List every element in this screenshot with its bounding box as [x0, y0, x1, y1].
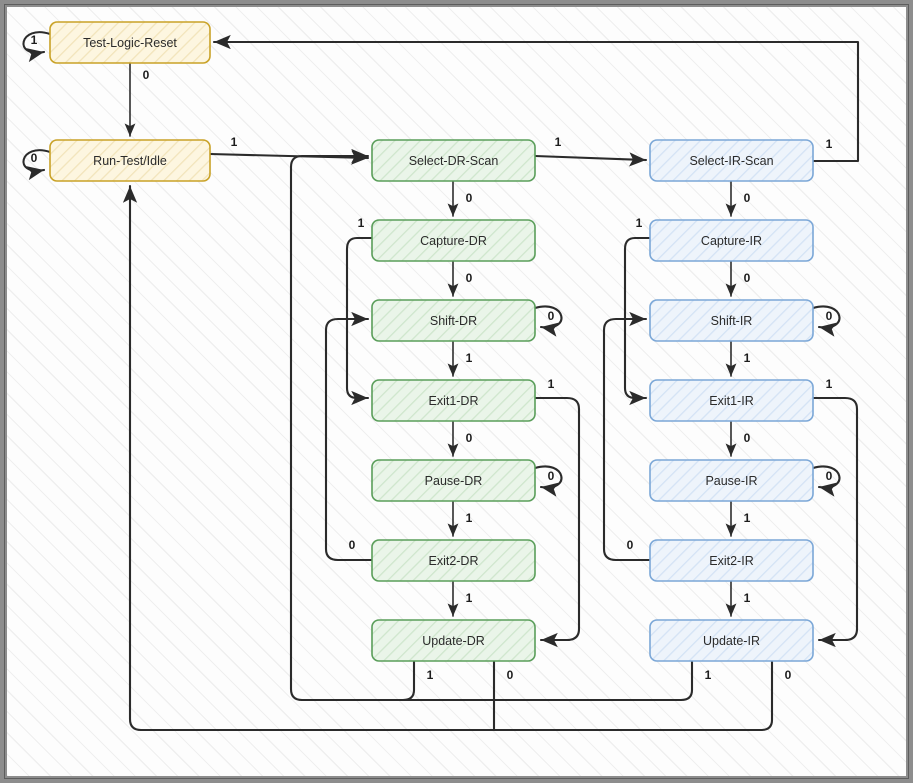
edge-rti-self — [22, 149, 52, 181]
node-rect-capture-dr — [371, 219, 536, 262]
edge-label-e1dr-pdr: 0 — [466, 431, 473, 445]
edge-udr-sdrs — [289, 148, 416, 702]
edge-label-udr-rti: 0 — [507, 668, 514, 682]
node-label-exit2-ir: Exit2-IR — [709, 554, 753, 568]
edge-shir-self — [811, 305, 841, 337]
edge-label-uir-sdrs: 1 — [705, 668, 712, 682]
edge-label-sirs-cir: 0 — [744, 191, 751, 205]
node-label-select-ir-scan: Select-IR-Scan — [689, 154, 773, 168]
node-exit1-ir[interactable]: Exit1-IR — [649, 379, 814, 422]
edge-label-e2dr-shdr: 0 — [349, 538, 356, 552]
node-label-exit1-ir: Exit1-IR — [709, 394, 753, 408]
node-rect-exit2-dr — [371, 539, 536, 582]
edge-e1dr-udr — [533, 396, 581, 648]
node-rect-capture-ir — [649, 219, 814, 262]
node-label-update-ir: Update-IR — [703, 634, 760, 648]
edge-label-udr-sdrs: 1 — [427, 668, 434, 682]
node-test-logic-reset[interactable]: Test-Logic-Reset — [49, 21, 211, 64]
nodes-layer: Test-Logic-Reset Run-Test/Idle Select-DR… — [49, 21, 814, 662]
node-rect-run-test-idle — [49, 139, 211, 182]
node-rect-exit2-ir — [649, 539, 814, 582]
edge-shdr-self — [533, 305, 563, 337]
edge-label-pir-self: 0 — [826, 469, 833, 483]
node-exit1-dr[interactable]: Exit1-DR — [371, 379, 536, 422]
edge-uir-rti — [139, 659, 774, 732]
edge-label-shdr-self: 0 — [548, 309, 555, 323]
edge-label-e2ir-uir: 1 — [744, 591, 751, 605]
node-label-run-test-idle: Run-Test/Idle — [93, 154, 167, 168]
node-pause-dr[interactable]: Pause-DR — [371, 459, 536, 502]
edge-label-cdr-e1dr: 1 — [358, 216, 365, 230]
edge-e1ir-uir — [811, 396, 859, 648]
edge-pdr-self — [533, 465, 563, 497]
node-label-capture-dr: Capture-DR — [420, 234, 487, 248]
edge-label-pdr-self: 0 — [548, 469, 555, 483]
node-rect-exit1-dr — [371, 379, 536, 422]
node-label-pause-dr: Pause-DR — [425, 474, 483, 488]
node-shift-dr[interactable]: Shift-DR — [371, 299, 536, 342]
node-rect-select-ir-scan — [649, 139, 814, 182]
edge-label-e2dr-udr: 1 — [466, 591, 473, 605]
edge-label-e2ir-shir: 0 — [627, 538, 634, 552]
node-label-test-logic-reset: Test-Logic-Reset — [83, 36, 177, 50]
node-label-pause-ir: Pause-IR — [705, 474, 757, 488]
edge-uir-sdrs — [300, 659, 694, 702]
node-rect-shift-dr — [371, 299, 536, 342]
node-label-update-dr: Update-DR — [422, 634, 485, 648]
node-select-dr-scan[interactable]: Select-DR-Scan — [371, 139, 536, 182]
node-shift-ir[interactable]: Shift-IR — [649, 299, 814, 342]
node-rect-update-ir — [649, 619, 814, 662]
node-capture-ir[interactable]: Capture-IR — [649, 219, 814, 262]
edge-label-cir-e1ir: 1 — [636, 216, 643, 230]
edge-label-shir-self: 0 — [826, 309, 833, 323]
edge-label-e1ir-uir: 1 — [826, 377, 833, 391]
edge-label-sirs-tlr: 1 — [826, 137, 833, 151]
edge-label-tlr-rti: 0 — [143, 68, 150, 82]
node-label-capture-ir: Capture-IR — [701, 234, 762, 248]
node-rect-pause-dr — [371, 459, 536, 502]
node-label-exit2-dr: Exit2-DR — [428, 554, 478, 568]
edge-label-rti-sdrs: 1 — [231, 135, 238, 149]
edge-sirs-tlr — [212, 34, 860, 163]
node-pause-ir[interactable]: Pause-IR — [649, 459, 814, 502]
node-update-ir[interactable]: Update-IR — [649, 619, 814, 662]
edge-rti-sdrs — [208, 150, 370, 165]
edge-label-cir-shir: 0 — [744, 271, 751, 285]
node-rect-shift-ir — [649, 299, 814, 342]
node-rect-select-dr-scan — [371, 139, 536, 182]
node-rect-pause-ir — [649, 459, 814, 502]
node-label-shift-ir: Shift-IR — [711, 314, 753, 328]
node-capture-dr[interactable]: Capture-DR — [371, 219, 536, 262]
edge-label-pdr-e2dr: 1 — [466, 511, 473, 525]
node-rect-test-logic-reset — [49, 21, 211, 64]
edge-label-sdrs-cdr: 0 — [466, 191, 473, 205]
edge-label-uir-rti: 0 — [785, 668, 792, 682]
node-run-test-idle[interactable]: Run-Test/Idle — [49, 139, 211, 182]
edge-e2dr-shdr — [324, 311, 374, 562]
edge-sdrs-sirs — [533, 152, 648, 167]
edge-label-tlr-self: 1 — [31, 33, 38, 47]
edge-label-sdrs-sirs: 1 — [555, 135, 562, 149]
edge-label-shir-e1ir: 1 — [744, 351, 751, 365]
edge-pir-self — [811, 465, 841, 497]
edges-layer: 1 0 0 1 1 1 0 0 1 0 — [22, 31, 860, 732]
node-exit2-ir[interactable]: Exit2-IR — [649, 539, 814, 582]
node-label-select-dr-scan: Select-DR-Scan — [409, 154, 499, 168]
node-update-dr[interactable]: Update-DR — [371, 619, 536, 662]
node-rect-update-dr — [371, 619, 536, 662]
edge-label-cdr-shdr: 0 — [466, 271, 473, 285]
node-exit2-dr[interactable]: Exit2-DR — [371, 539, 536, 582]
node-label-shift-dr: Shift-DR — [430, 314, 477, 328]
edge-label-e1dr-udr: 1 — [548, 377, 555, 391]
edge-label-pir-e2ir: 1 — [744, 511, 751, 525]
node-select-ir-scan[interactable]: Select-IR-Scan — [649, 139, 814, 182]
edge-tlr-self — [22, 31, 52, 63]
edge-label-e1ir-pir: 0 — [744, 431, 751, 445]
edge-e2ir-shir — [602, 311, 652, 562]
node-label-exit1-dr: Exit1-DR — [428, 394, 478, 408]
node-rect-exit1-ir — [649, 379, 814, 422]
edge-label-shdr-e1dr: 1 — [466, 351, 473, 365]
edge-label-rti-self: 0 — [31, 151, 38, 165]
